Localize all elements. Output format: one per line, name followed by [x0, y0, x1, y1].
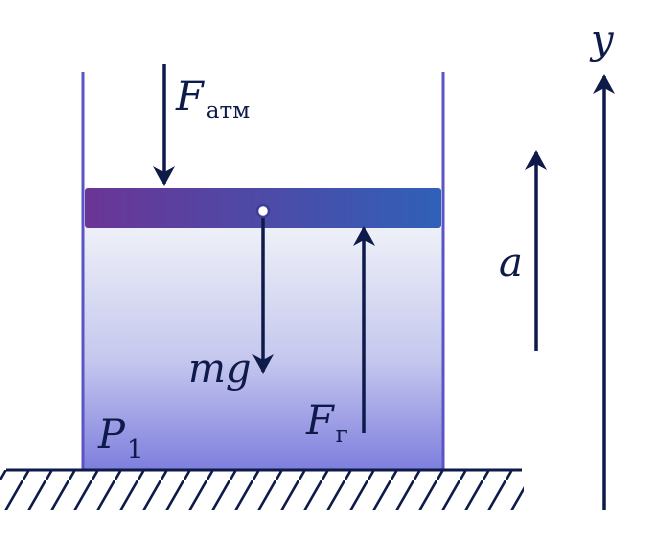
center-of-mass-point: [255, 203, 271, 219]
acceleration-label: a: [499, 240, 523, 286]
gas-force-subscript: г: [336, 422, 348, 448]
gravity-force-label: mg: [188, 346, 252, 392]
y-axis-label: y: [589, 17, 615, 63]
atmospheric-force-subscript: атм: [206, 98, 250, 124]
atmospheric-force-label: Fатм: [175, 74, 250, 124]
gas-force-label: Fг: [305, 398, 348, 448]
pressure-label: P1: [97, 412, 143, 465]
pressure-subscript: 1: [127, 435, 144, 465]
ground-hatching: [0, 470, 524, 510]
